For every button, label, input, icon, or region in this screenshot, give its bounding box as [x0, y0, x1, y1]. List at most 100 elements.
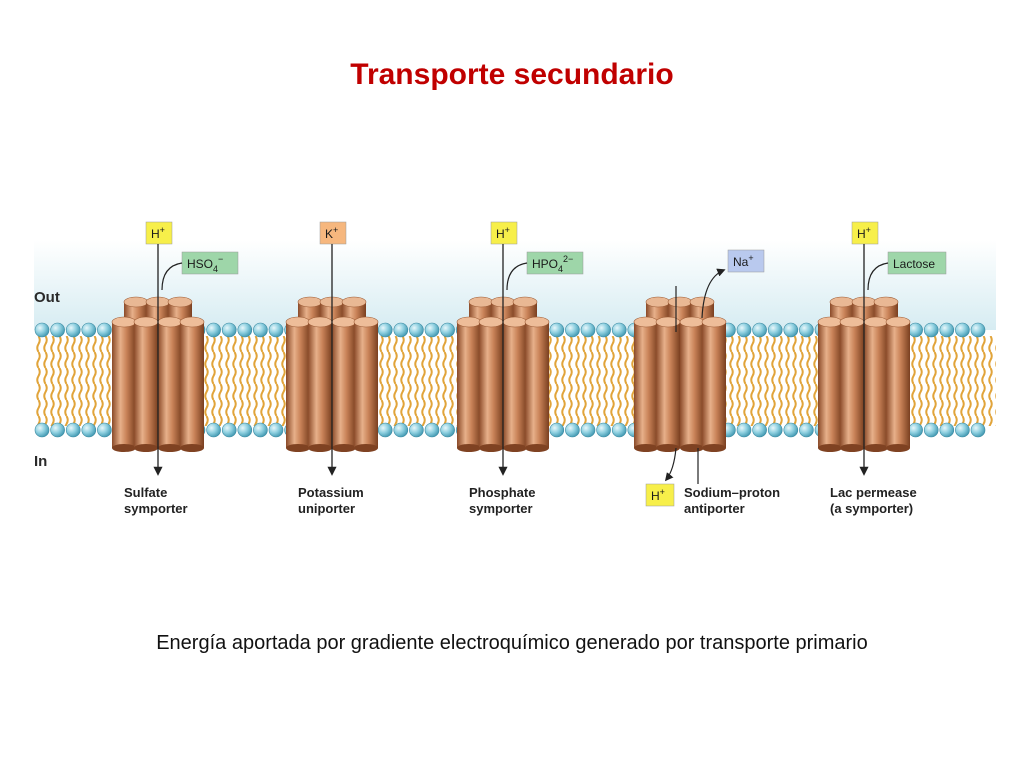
- helix-cylinder: [180, 322, 204, 448]
- helix-top: [456, 316, 482, 328]
- cotransport-path: [506, 262, 528, 291]
- lipid-head: [783, 322, 799, 338]
- helix-bottom: [479, 444, 503, 452]
- ion-primary-box: [851, 221, 879, 245]
- ion-na-box: [727, 249, 765, 273]
- lipid-head: [34, 322, 50, 338]
- ion-primary-label: H+: [496, 225, 510, 241]
- lipid-head: [34, 422, 50, 438]
- ion-h-box: [645, 483, 675, 507]
- lipid-head: [424, 422, 440, 438]
- lipid-head: [752, 322, 767, 338]
- helix-top: [341, 296, 367, 308]
- helix-top: [478, 316, 504, 328]
- slide-title: Transporte secundario: [350, 58, 674, 91]
- helix-top: [512, 296, 538, 308]
- lipid-head: [424, 322, 440, 338]
- lipid-head: [970, 422, 986, 438]
- lipid-head: [81, 422, 97, 438]
- helix-top: [123, 296, 149, 308]
- lipid-head: [206, 322, 221, 338]
- helix-bottom: [457, 444, 481, 452]
- lipid-head: [923, 322, 939, 338]
- out-label: Out: [34, 289, 60, 306]
- lipid-head: [409, 322, 424, 338]
- ion-na-label: Na+: [733, 253, 754, 269]
- lipid-head: [799, 322, 814, 338]
- helix-cylinder: [354, 322, 378, 448]
- helix-bottom: [702, 444, 726, 452]
- ion-primary-label: H+: [151, 225, 165, 241]
- lipid-head: [50, 422, 65, 438]
- ion-primary-label: K+: [325, 225, 338, 241]
- helix-cylinder: [840, 322, 864, 448]
- lipid-head: [565, 322, 580, 338]
- helix-bottom: [158, 444, 182, 452]
- lipid-head: [596, 422, 611, 438]
- cotransport-path: [161, 262, 183, 291]
- ion-cotransported-label: HSO4−: [187, 254, 223, 274]
- lipid-head: [767, 322, 783, 338]
- proton-in-arrow: [664, 447, 677, 482]
- in-label: In: [34, 453, 47, 470]
- protein-phosphate: H+ HPO42−: [456, 221, 584, 476]
- helix-bottom: [134, 444, 158, 452]
- helix-top: [873, 296, 899, 308]
- lipid-head: [549, 322, 565, 338]
- lipid-head: [377, 422, 393, 438]
- helix-cylinder: [656, 322, 680, 448]
- helix-top: [179, 316, 205, 328]
- helix-bottom: [840, 444, 864, 452]
- helix-top: [468, 296, 494, 308]
- lipid-head: [65, 422, 81, 438]
- ion-h-label: H+: [651, 487, 665, 503]
- lipid-head: [393, 422, 409, 438]
- lipid-head: [97, 422, 112, 438]
- lipid-head: [611, 322, 627, 338]
- lipid-head: [923, 422, 939, 438]
- lipid-head: [565, 422, 580, 438]
- lipid-head: [611, 422, 627, 438]
- lipid-head: [65, 322, 81, 338]
- helix-cylinder: [457, 322, 481, 448]
- helix-top: [645, 296, 671, 308]
- helix-top: [285, 316, 311, 328]
- cotransport-path: [867, 262, 889, 291]
- helix-top: [863, 316, 889, 328]
- protein-lac-permease: H+Lactose: [817, 221, 947, 476]
- helix-top: [817, 316, 843, 328]
- lipid-head: [580, 422, 596, 438]
- lipid-head: [81, 322, 97, 338]
- lipid-head: [736, 422, 752, 438]
- lipid-head: [752, 422, 767, 438]
- helix-top: [829, 296, 855, 308]
- helix-bottom: [680, 444, 704, 452]
- helix-cylinder: [525, 322, 549, 448]
- helix-top: [133, 316, 159, 328]
- ion-cotransported-label: HPO42−: [532, 254, 573, 274]
- lipid-head: [50, 322, 65, 338]
- helix-cylinder: [634, 322, 658, 448]
- helix-top: [839, 316, 865, 328]
- protein-sodium-proton: Na+ H+: [633, 249, 765, 507]
- helix-cylinder: [332, 322, 356, 448]
- helix-bottom: [112, 444, 136, 452]
- lipid-head: [939, 322, 955, 338]
- helix-top: [633, 316, 659, 328]
- helix-cylinder: [134, 322, 158, 448]
- lipid-head: [908, 322, 923, 338]
- helix-bottom: [634, 444, 658, 452]
- helix-bottom: [503, 444, 527, 452]
- transporter-name: Lac permease(a symporter): [830, 485, 917, 516]
- protein-potassium: K+: [285, 221, 379, 476]
- lipid-head: [237, 322, 253, 338]
- helix-cylinder: [503, 322, 527, 448]
- helix-top: [297, 296, 323, 308]
- helix-top: [502, 316, 528, 328]
- lipid-head: [221, 322, 237, 338]
- ion-primary-box: [145, 221, 173, 245]
- helix-bottom: [332, 444, 356, 452]
- helix-cylinder: [886, 322, 910, 448]
